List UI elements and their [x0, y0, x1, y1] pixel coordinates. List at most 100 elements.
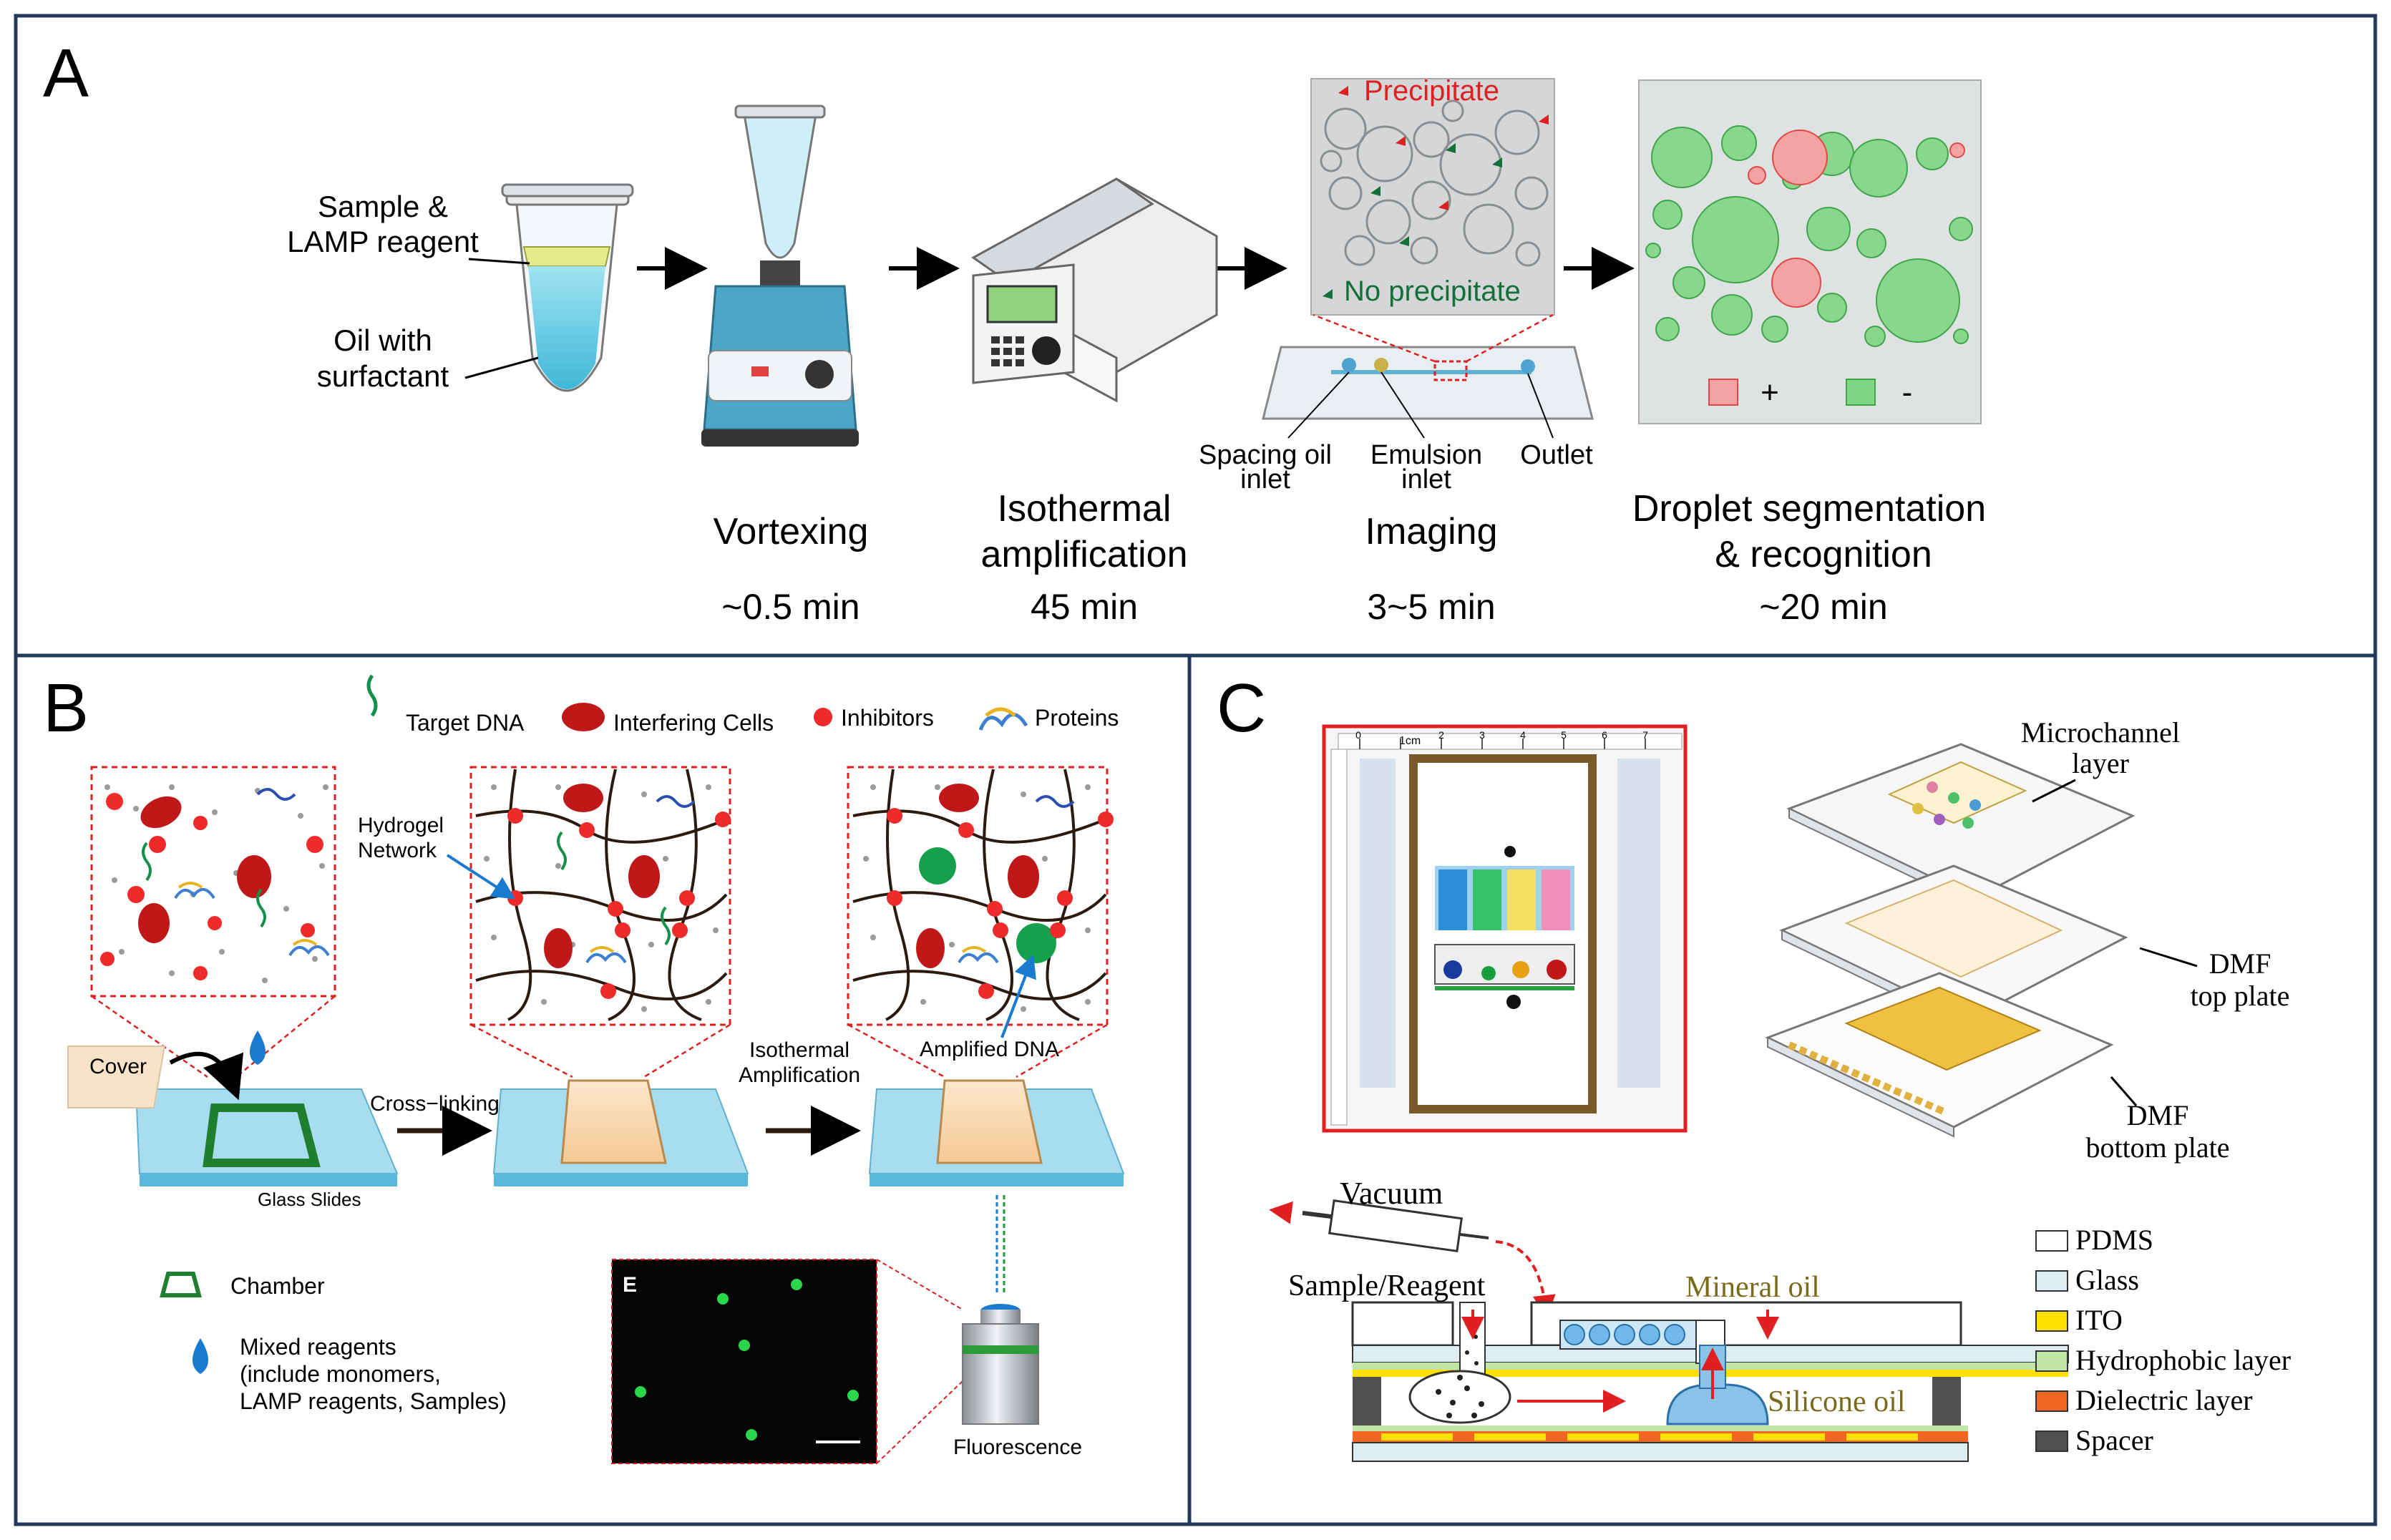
inhibitor-dots — [100, 793, 1114, 999]
reagent-drop-icon — [250, 1030, 266, 1065]
step-1-time: ~0.5 min — [721, 587, 860, 627]
oil-label-2: surfactant — [317, 359, 449, 393]
cross-linking-label: Cross−linking — [370, 1092, 500, 1116]
step-2-label-1: Isothermal — [998, 488, 1172, 530]
ruler-tick-6: 6 — [1602, 729, 1607, 741]
panel-c-letter: C — [1217, 670, 1266, 746]
positive-sign: + — [1761, 375, 1779, 410]
step-4-time: ~20 min — [1759, 587, 1887, 627]
glass-slide-3 — [868, 1079, 1125, 1186]
legend-ito: ITO — [2075, 1304, 2123, 1336]
amplified-dna-label: Amplified DNA — [920, 1038, 1059, 1061]
eppendorf-tube — [501, 183, 634, 392]
syringe-icon — [1269, 1199, 1489, 1252]
fluorescence-label: Fluorescence — [953, 1436, 1082, 1459]
panel-a: A Sample & LAMP reagent Oil with surfact… — [43, 35, 1986, 627]
dmf-bottom-label-2: bottom plate — [2085, 1131, 2229, 1164]
non-target-dna — [256, 788, 1075, 808]
outlet-label: Outlet — [1520, 440, 1593, 470]
legend-swatch-pdms — [2035, 1230, 2068, 1252]
legend-pdms: PDMS — [2075, 1224, 2153, 1256]
red-cell-icon — [562, 703, 605, 731]
step-2-time: 45 min — [1031, 587, 1138, 627]
chamber-label: Chamber — [230, 1273, 325, 1299]
target-dna-icon — [366, 674, 378, 717]
ruler-tick-3: 3 — [1479, 729, 1485, 741]
legend-proteins: Proteins — [1035, 705, 1119, 731]
step-4-label-1: Droplet segmentation — [1632, 488, 1986, 530]
glass-slide-2 — [492, 1079, 749, 1186]
ruler-cm: 1cm — [1399, 735, 1421, 747]
inhibitor-icon — [814, 708, 832, 726]
zoom-lines-b — [91, 995, 1108, 1078]
dmf-top-label-2: top plate — [2191, 980, 2290, 1012]
legend-swatch-hydrophobic — [2035, 1350, 2068, 1372]
protein-clusters — [174, 882, 999, 964]
spacing-oil-label-1: Spacing oil — [1199, 440, 1332, 470]
emulsion-label-1: Emulsion — [1370, 440, 1482, 470]
step-2-label-2: amplification — [980, 534, 1187, 575]
legend-spacer: Spacer — [2075, 1424, 2153, 1456]
exploded-device — [1765, 743, 2136, 1138]
no-precipitate-label: No precipitate — [1344, 276, 1521, 307]
legend-dielectric: Dielectric layer — [2075, 1384, 2253, 1416]
ruler-tick-2: 2 — [1438, 729, 1444, 741]
objective-lens — [962, 1195, 1039, 1425]
device-photo — [1322, 724, 1688, 1133]
dmf-bottom-label-1: DMF — [2127, 1099, 2189, 1131]
microfluidic-chip — [1262, 313, 1594, 439]
fluorescence-image — [611, 1259, 877, 1464]
glass-slides-label: Glass Slides — [258, 1189, 361, 1210]
legend-hydrophobic: Hydrophobic layer — [2075, 1344, 2291, 1376]
legend-swatch-ito — [2035, 1310, 2068, 1332]
legend-inhibitors: Inhibitors — [841, 705, 934, 731]
panel-b: B Target DNA Interfering Cells Inhibitor… — [43, 670, 1125, 1464]
spacing-oil-label-2: inlet — [1240, 464, 1290, 494]
cross-section — [1351, 1301, 2069, 1462]
microchannel-label-2: layer — [2072, 747, 2129, 779]
step-3-time: 3~5 min — [1367, 587, 1495, 627]
hydrogel-label-2: Network — [358, 839, 437, 862]
dna-strands — [142, 831, 671, 946]
mixed-reagents-icon — [193, 1338, 208, 1374]
legend-swatch-glass — [2035, 1270, 2068, 1292]
step-1-label: Vortexing — [714, 511, 869, 552]
step-3-label: Imaging — [1365, 511, 1498, 552]
legend-glass: Glass — [2075, 1264, 2139, 1296]
vacuum-label: Vacuum — [1340, 1176, 1443, 1211]
isothermal-label-1: Isothermal — [749, 1038, 849, 1062]
layer-legend — [2035, 1230, 2068, 1452]
microchannel-label-1: Microchannel — [2021, 716, 2180, 749]
isothermal-label-2: Amplification — [739, 1063, 860, 1087]
red-cells — [138, 784, 1039, 968]
panel-a-letter: A — [43, 35, 89, 112]
mixed-label-3: LAMP reagents, Samples) — [240, 1388, 507, 1414]
panel-c: C 1cm 0 — [1217, 670, 2291, 1462]
emulsion-label-2: inlet — [1401, 464, 1451, 494]
legend-swatch-dielectric — [2035, 1390, 2068, 1412]
inset-e-letter: E — [623, 1273, 637, 1297]
sample-label-1: Sample & — [318, 190, 448, 223]
sample-box-1 — [90, 766, 336, 998]
sample-label-2: LAMP reagent — [287, 225, 479, 258]
legend-target-dna: Target DNA — [406, 710, 525, 736]
silicone-oil-label: Silicone oil — [1768, 1385, 1906, 1418]
chamber-icon — [160, 1272, 202, 1297]
isothermal-heater — [971, 177, 1218, 403]
oil-label-1: Oil with — [333, 323, 432, 357]
step-4-label-2: & recognition — [1715, 534, 1932, 575]
mixed-label-1: Mixed reagents — [240, 1334, 396, 1360]
vortex-mixer — [701, 104, 859, 447]
negative-sign: - — [1902, 375, 1913, 410]
droplet-micrograph — [1310, 78, 1555, 316]
segmentation-result — [1638, 79, 1982, 424]
ruler-tick-4: 4 — [1520, 729, 1526, 741]
glass-slide-1 — [135, 1088, 399, 1186]
legend-swatch-spacer — [2035, 1431, 2068, 1452]
mineral-oil-label: Mineral oil — [1685, 1271, 1820, 1304]
ruler-tick-0: 0 — [1355, 729, 1361, 741]
mixed-label-2: (include monomers, — [240, 1361, 441, 1387]
ruler-tick-7: 7 — [1642, 729, 1648, 741]
dmf-top-label-1: DMF — [2209, 947, 2271, 980]
